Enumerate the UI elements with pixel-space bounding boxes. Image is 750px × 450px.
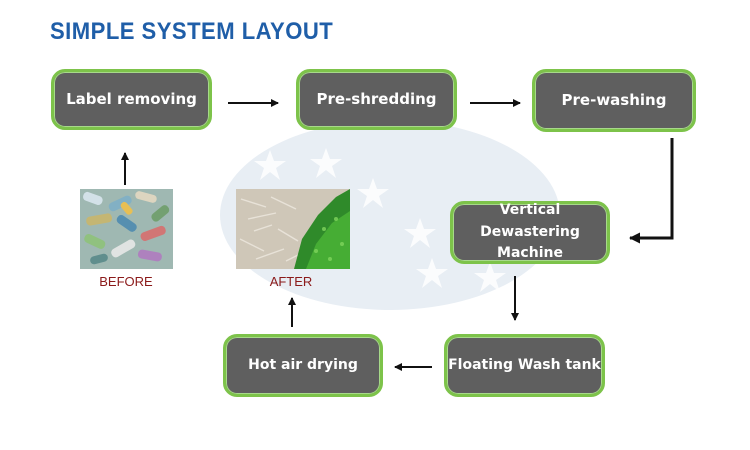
step-label-line1: Vertical Dewastering (480, 201, 580, 240)
step-hot-air-drying: Hot air drying (223, 334, 383, 397)
step-label: Hot air drying (248, 356, 358, 373)
before-label: BEFORE (99, 274, 153, 289)
arrow-pre-washing-to-dewatering (629, 138, 674, 244)
step-label: Pre-shredding (316, 89, 437, 108)
step-label-line2: Machine (497, 245, 563, 262)
step-label: Pre-washing (561, 90, 667, 109)
watermark-star (474, 262, 506, 292)
step-vertical-dewatering-machine: Vertical Dewastering Machine (450, 201, 610, 264)
step-floating-wash-tank: Floating Wash tank (444, 334, 605, 397)
step-pre-shredding: Pre-shredding (296, 69, 457, 130)
step-label: Label removing (66, 89, 197, 108)
step-pre-washing: Pre-washing (532, 69, 696, 132)
watermark-star (404, 218, 436, 248)
page-title: SIMPLE SYSTEM LAYOUT (50, 18, 334, 45)
step-label: Floating Wash tank (448, 356, 601, 373)
watermark-star (357, 178, 389, 208)
after-label: AFTER (269, 274, 313, 289)
after-photo (236, 189, 350, 269)
watermark-star (416, 258, 448, 288)
before-photo (80, 189, 173, 269)
step-label-removing: Label removing (51, 69, 212, 130)
watermark-star (254, 150, 286, 180)
watermark-star (310, 148, 342, 178)
